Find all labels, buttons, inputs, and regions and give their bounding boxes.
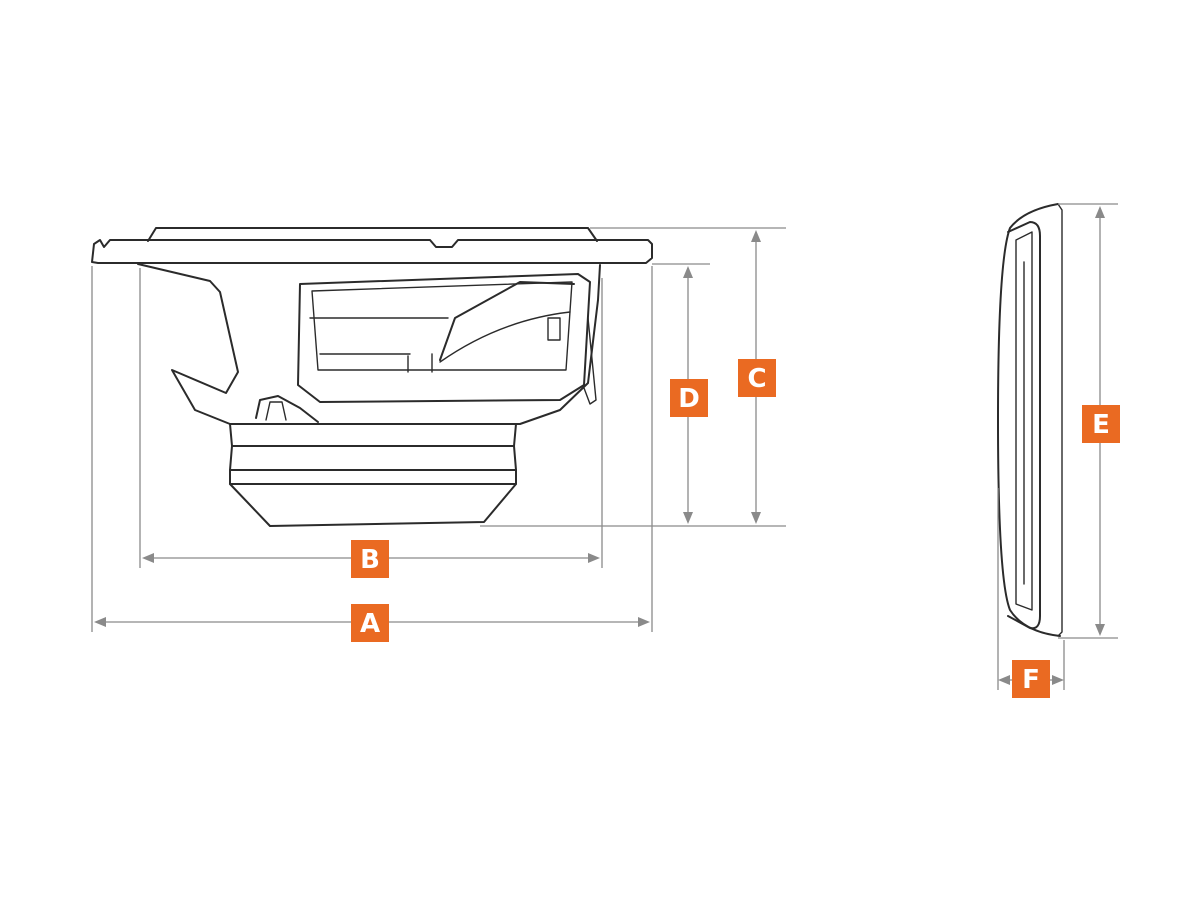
badge-c: C — [738, 359, 776, 397]
speaker-side-view — [91, 227, 653, 527]
badge-a: A — [351, 604, 389, 642]
badge-c-label: C — [747, 364, 766, 394]
badge-b-label: B — [360, 545, 380, 575]
badge-e: E — [1082, 405, 1120, 443]
badge-d: D — [670, 379, 708, 417]
badge-a-label: A — [360, 609, 380, 639]
badge-b: B — [351, 540, 389, 578]
badge-f-label: F — [1022, 665, 1040, 695]
badge-d-label: D — [678, 384, 700, 414]
grille-edge-view — [997, 203, 1063, 637]
badge-e-label: E — [1092, 410, 1110, 440]
badge-f: F — [1012, 660, 1050, 698]
